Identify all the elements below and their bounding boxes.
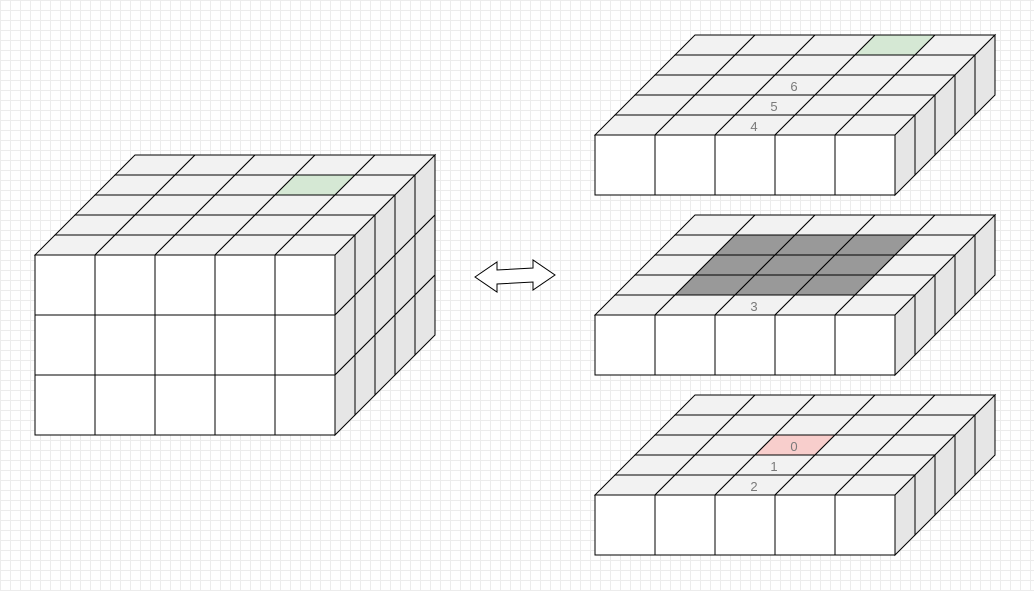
label-top-layer-cell-5: 5 (770, 99, 777, 114)
front-cell (34, 254, 96, 316)
front-cell (34, 374, 96, 436)
double-headed-arrow-icon (474, 259, 556, 293)
front-cell (654, 494, 716, 556)
front-cell (714, 134, 776, 196)
front-cell (774, 134, 836, 196)
front-cell (774, 314, 836, 376)
label-bottom-layer-cell-2: 2 (750, 479, 757, 494)
front-cell (834, 134, 896, 196)
front-cell (154, 374, 216, 436)
front-cell (774, 494, 836, 556)
side-cell (414, 273, 436, 357)
front-cell (154, 254, 216, 316)
side-cell (974, 393, 996, 477)
label-bottom-layer-cell-1: 1 (770, 459, 777, 474)
front-cell (274, 374, 336, 436)
label-top-layer-cell-6: 6 (790, 79, 797, 94)
side-cell (974, 213, 996, 297)
front-cell (834, 314, 896, 376)
bottom-layer-slab (593, 393, 997, 557)
front-cell (274, 314, 336, 376)
front-cell (714, 314, 776, 376)
front-cell (594, 314, 656, 376)
side-cell (974, 33, 996, 117)
front-cell (34, 314, 96, 376)
front-cell (214, 314, 276, 376)
label-middle-layer-cell-3: 3 (750, 299, 757, 314)
front-cell (654, 314, 716, 376)
middle-layer-slab (593, 213, 997, 377)
front-cell (94, 314, 156, 376)
front-cell (594, 494, 656, 556)
front-cell (654, 134, 716, 196)
front-cell (274, 254, 336, 316)
front-cell (154, 314, 216, 376)
front-cell (214, 374, 276, 436)
front-cell (214, 254, 276, 316)
label-top-layer-cell-4: 4 (750, 119, 757, 134)
front-cell (714, 494, 776, 556)
label-bottom-layer-cell-0: 0 (790, 439, 797, 454)
front-cell (94, 254, 156, 316)
front-cell (834, 494, 896, 556)
full-grid-cube (33, 153, 437, 437)
front-cell (94, 374, 156, 436)
top-layer-slab (593, 33, 997, 197)
front-cell (594, 134, 656, 196)
